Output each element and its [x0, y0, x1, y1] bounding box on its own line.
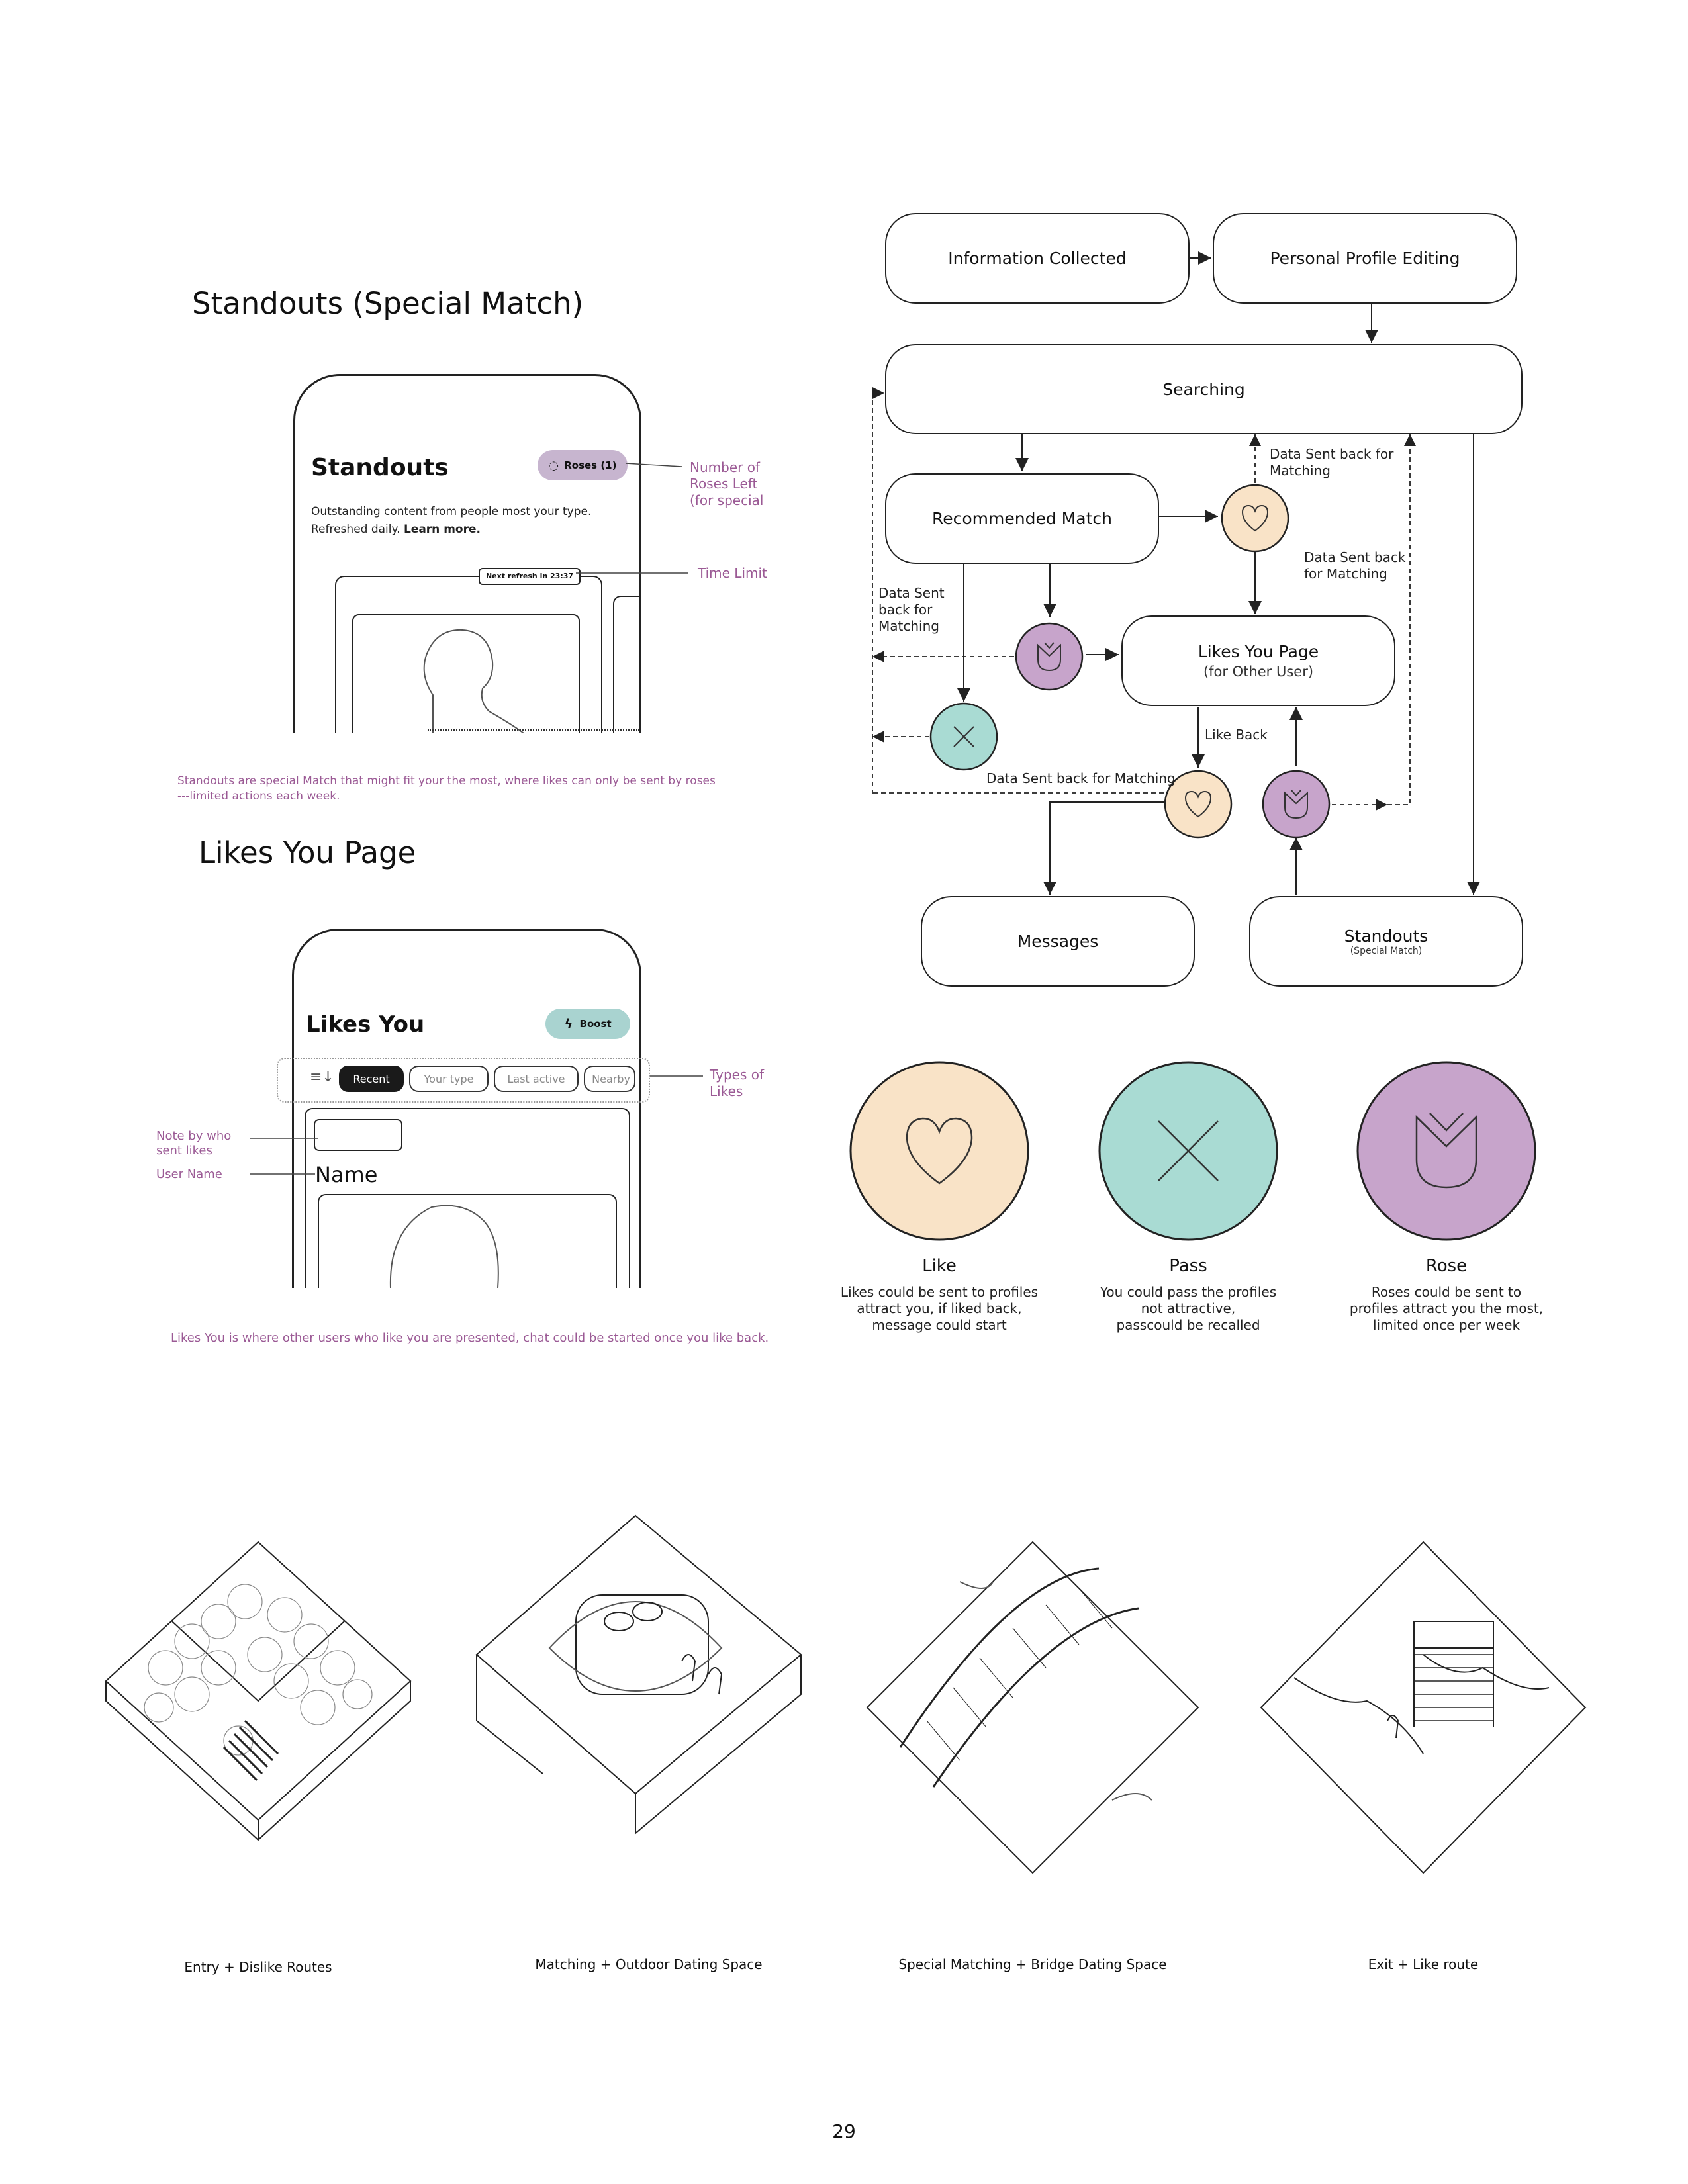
legend-like-desc: Likes could be sent to profiles attract …	[840, 1284, 1039, 1333]
rose-small-icon: ◌	[548, 458, 559, 473]
roses-badge-label: Roses (1)	[564, 459, 617, 471]
profile-name: Name	[315, 1162, 378, 1187]
label-like-back: Like Back	[1205, 727, 1268, 743]
note-bubble	[314, 1119, 402, 1151]
standouts-node-label: Standouts	[1344, 927, 1429, 946]
caption-entry-dislike: Entry + Dislike Routes	[184, 1959, 332, 1975]
time-limit-annotation: Time Limit	[698, 565, 767, 581]
learn-more-link[interactable]: Learn more.	[403, 523, 481, 536]
standouts-note: Standouts are special Match that might f…	[177, 774, 760, 804]
axonometric-exit-like	[1260, 1541, 1587, 1874]
likes-you-phone-mockup: Likes You ϟ Boost Name	[292, 929, 641, 1288]
node-personal-profile-editing: Personal Profile Editing	[1213, 213, 1517, 304]
likes-you-title: Likes You	[306, 1011, 425, 1038]
flow-heart-icon-top	[1221, 484, 1289, 553]
standouts-phone-mockup: Standouts ◌ Roses (1) Outstanding conten…	[293, 374, 641, 733]
node-information-collected: Information Collected	[885, 213, 1190, 304]
tab-last-active[interactable]: Last active	[494, 1066, 579, 1092]
axonometric-entry-dislike	[105, 1541, 412, 1841]
node-recommended-match: Recommended Match	[885, 473, 1159, 564]
legend-rose-desc: Roses could be sent to profiles attract …	[1349, 1284, 1544, 1333]
label-data-sent-top: Data Sent back for Matching	[1270, 446, 1394, 478]
label-data-sent-right: Data Sent back for Matching	[1304, 549, 1406, 582]
standouts-node-sub: (Special Match)	[1350, 946, 1423, 956]
likes-you-page-sub: (for Other User)	[1203, 664, 1314, 680]
caption-outdoor-dating: Matching + Outdoor Dating Space	[535, 1956, 763, 1972]
legend-rose-title: Rose	[1425, 1256, 1468, 1276]
likes-you-page-label: Likes You Page	[1197, 642, 1319, 661]
likes-you-note: Likes You is where other users who like …	[171, 1331, 769, 1345]
standouts-title: Standouts	[311, 454, 449, 481]
standouts-note-line-2: ---limited actions each week.	[177, 790, 340, 803]
axonometric-outdoor-dating	[475, 1514, 802, 1835]
caption-exit-like: Exit + Like route	[1368, 1956, 1479, 1972]
tab-your-type[interactable]: Your type	[409, 1066, 489, 1092]
roses-annotation: Number of Roses Left (for special	[690, 459, 764, 508]
node-likes-you-page: Likes You Page (for Other User)	[1121, 615, 1395, 706]
profile-card-back	[335, 576, 602, 733]
boost-button[interactable]: ϟ Boost	[545, 1009, 630, 1039]
standouts-note-line-1: Standouts are special Match that might f…	[177, 774, 716, 788]
node-searching: Searching	[885, 344, 1523, 434]
silhouette-icon	[389, 1205, 499, 1288]
node-messages: Messages	[921, 896, 1195, 987]
likes-you-heading: Likes You Page	[199, 835, 416, 870]
card-inner	[318, 1194, 617, 1288]
standouts-heading: Standouts (Special Match)	[192, 286, 584, 321]
node-standouts: Standouts (Special Match)	[1249, 896, 1523, 987]
sort-icon[interactable]: ≡↓	[310, 1069, 334, 1085]
silhouette-icon	[423, 629, 525, 733]
label-data-sent-left: Data Sent back for Matching	[878, 585, 945, 634]
legend-pass-title: Pass	[1169, 1256, 1207, 1276]
refresh-pill: Next refresh in 23:37	[479, 568, 581, 585]
legend-pass-desc: You could pass the profiles not attracti…	[1100, 1284, 1277, 1333]
label-data-sent-bottom: Data Sent back for Matching	[986, 770, 1176, 786]
flow-rose-icon-left	[1015, 622, 1084, 691]
legend-rose-icon	[1356, 1061, 1536, 1241]
boost-label: Boost	[579, 1018, 612, 1030]
card-outer	[305, 1108, 630, 1288]
legend-like-title: Like	[922, 1256, 957, 1276]
caption-bridge-dating: Special Matching + Bridge Dating Space	[898, 1956, 1167, 1972]
note-annotation: Note by who sent likes	[156, 1129, 232, 1158]
phone-dotted-bottom	[428, 729, 639, 731]
tab-recent[interactable]: Recent	[339, 1066, 404, 1092]
subtitle-line-2: Refreshed daily.	[311, 523, 404, 536]
profile-card-front	[352, 614, 580, 733]
standouts-subtitle: Outstanding content from people most you…	[311, 503, 591, 539]
legend-heart-icon	[849, 1061, 1029, 1241]
flow-heart-icon-bottom	[1164, 770, 1233, 839]
flow-x-icon	[929, 702, 998, 771]
flow-rose-icon-right	[1262, 770, 1331, 839]
tab-nearby[interactable]: Nearby	[584, 1066, 635, 1092]
lightning-icon: ϟ	[564, 1016, 573, 1032]
roses-badge[interactable]: ◌ Roses (1)	[538, 450, 628, 480]
types-of-likes-annotation: Types of Likes	[710, 1067, 764, 1099]
subtitle-line-1: Outstanding content from people most you…	[311, 505, 592, 518]
legend-x-icon	[1098, 1061, 1278, 1241]
user-name-annotation: User Name	[156, 1167, 222, 1181]
profile-card-side	[613, 596, 639, 733]
filter-tab-bar	[277, 1058, 650, 1103]
axonometric-bridge-dating	[866, 1541, 1199, 1874]
page-number: 29	[832, 2120, 856, 2142]
